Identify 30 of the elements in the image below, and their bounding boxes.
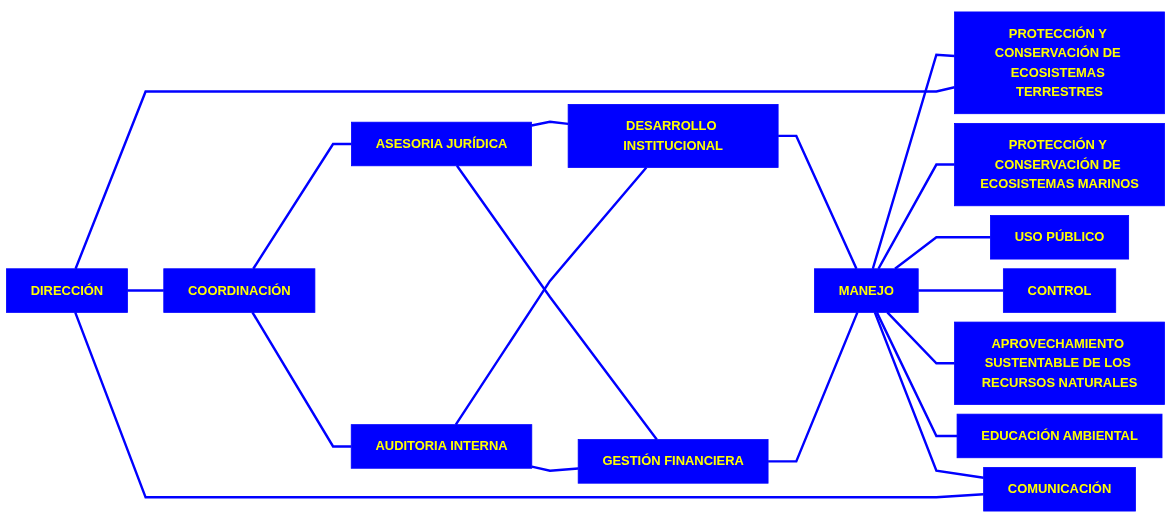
connector: [768, 311, 859, 463]
node-box: GESTIÓN FINANCIERA: [577, 439, 769, 484]
connector: [74, 86, 955, 270]
node-box: PROTECCIÓN Y CONSERVACIÓN DE ECOSISTEMAS MARINOS: [954, 123, 1165, 207]
node-box: PROTECCIÓN Y CONSERVACIÓN DE ECOSISTEMAS TERRESTRES: [954, 11, 1165, 115]
connector: [877, 163, 955, 270]
node-box: AUDITORIA INTERNA: [350, 424, 533, 469]
node-box: EDUCACIÓN AMBIENTAL: [956, 413, 1163, 459]
connector: [531, 120, 569, 127]
node-box: USO PÚBLICO: [990, 215, 1130, 260]
node-box: COMUNICACIÓN: [983, 467, 1136, 512]
connector: [894, 236, 991, 270]
node-box: CONTROL: [1002, 268, 1117, 313]
node-box: DIRECCIÓN: [6, 268, 128, 313]
connector: [252, 142, 352, 270]
connector: [875, 311, 958, 438]
node-box: APROVECHAMIENTO SUSTENTABLE DE LOS RECURSOS NATURALES: [954, 321, 1165, 405]
connector: [74, 311, 984, 499]
node-box: COORDINACIÓN: [163, 268, 316, 313]
node-box: DESARROLLO INSTITUCIONAL: [567, 104, 779, 168]
connector: [871, 53, 955, 270]
connector: [531, 465, 579, 472]
connector: [778, 134, 858, 270]
connector: [251, 311, 352, 448]
connector: [918, 289, 1004, 292]
connector: [873, 311, 984, 479]
node-box: ASESORIA JURÍDICA: [351, 121, 532, 167]
node-box: MANEJO: [814, 268, 919, 313]
connector: [886, 311, 955, 365]
connector: [127, 289, 164, 292]
